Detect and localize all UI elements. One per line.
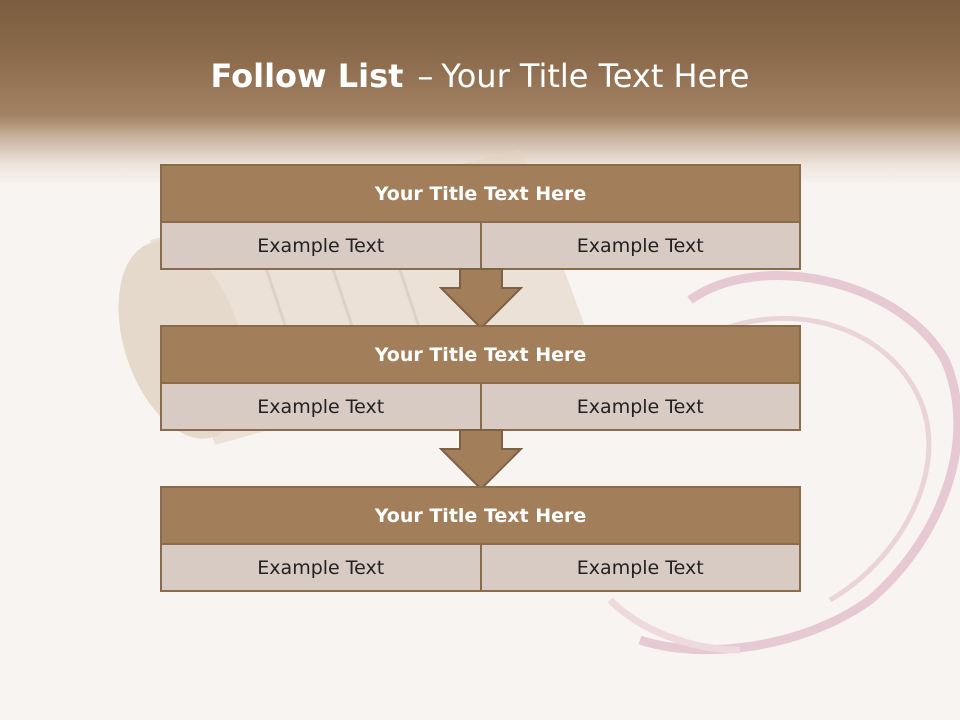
block-row: Example Text Example Text	[162, 223, 799, 268]
block-cell-right: Example Text	[479, 223, 800, 268]
block-cell-left: Example Text	[257, 234, 385, 257]
block-cell-right: Example Text	[479, 545, 800, 590]
block-title: Your Title Text Here	[162, 166, 799, 223]
block-cell-left: Example Text	[257, 395, 385, 418]
block-title: Your Title Text Here	[162, 488, 799, 545]
block-cell-left: Example Text	[257, 556, 385, 579]
wine-stain	[607, 271, 960, 655]
list-block-1: Your Title Text Here Example Text Exampl…	[160, 164, 801, 270]
block-cell-right: Example Text	[479, 384, 800, 429]
block-row: Example Text Example Text	[162, 545, 799, 590]
slide-title: Follow List–Your Title Text Here	[0, 54, 960, 98]
down-arrow-icon	[439, 268, 523, 330]
list-block-3: Your Title Text Here Example Text Exampl…	[160, 486, 801, 592]
slide-title-separator: –	[417, 57, 434, 95]
down-arrow-icon	[439, 429, 523, 491]
slide-title-strong: Follow List	[210, 57, 404, 95]
block-title: Your Title Text Here	[162, 327, 799, 384]
block-row: Example Text Example Text	[162, 384, 799, 429]
slide-title-rest: Your Title Text Here	[441, 57, 750, 95]
list-block-2: Your Title Text Here Example Text Exampl…	[160, 325, 801, 431]
title-background-band	[0, 0, 960, 185]
